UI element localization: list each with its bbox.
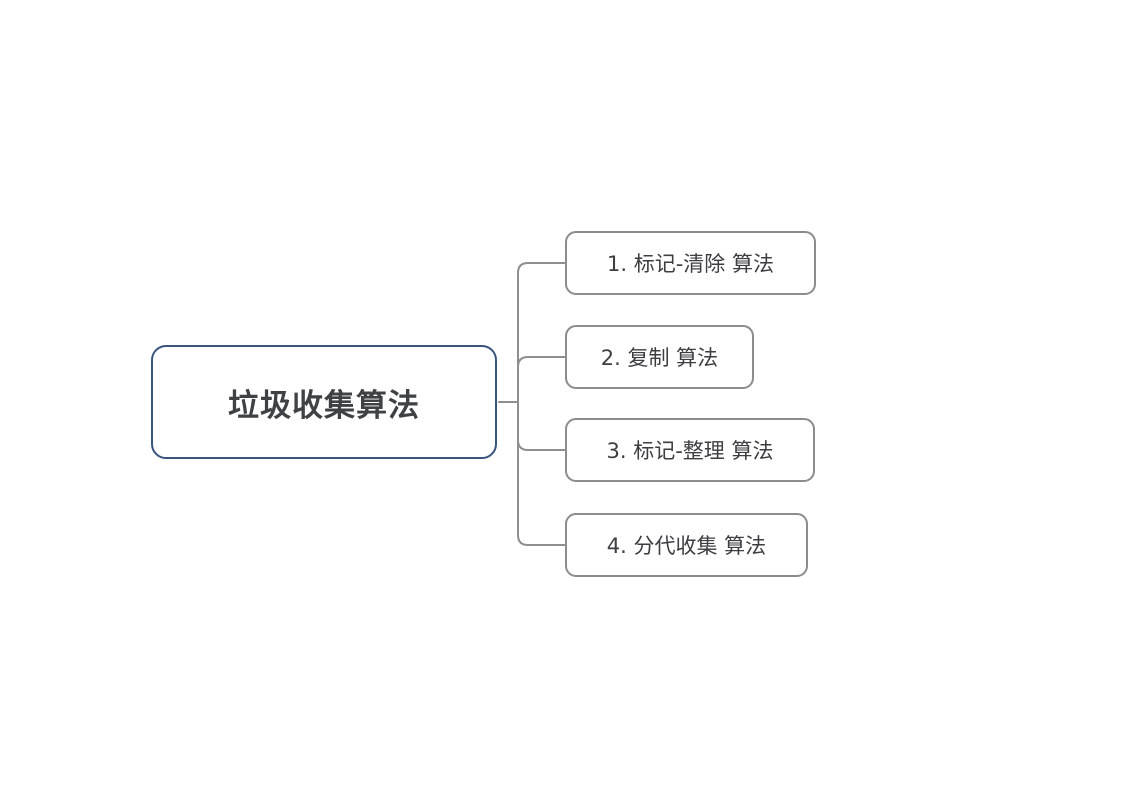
child-node-label: 3. 标记-整理 算法 bbox=[606, 439, 774, 463]
child-node-label: 2. 复制 算法 bbox=[600, 346, 719, 370]
child-node-generational[interactable]: 4. 分代收集 算法 bbox=[565, 513, 808, 577]
connector-branch-3 bbox=[517, 401, 566, 451]
child-node-label: 1. 标记-清除 算法 bbox=[607, 252, 774, 276]
connector-branch-2 bbox=[517, 356, 566, 403]
child-node-label: 4. 分代收集 算法 bbox=[606, 534, 767, 558]
connector-branch-4 bbox=[517, 401, 566, 546]
child-node-mark-sweep[interactable]: 1. 标记-清除 算法 bbox=[565, 231, 816, 295]
connector-branch-1 bbox=[517, 262, 566, 403]
child-node-copying[interactable]: 2. 复制 算法 bbox=[565, 325, 754, 389]
child-node-mark-compact[interactable]: 3. 标记-整理 算法 bbox=[565, 418, 815, 482]
root-node-label: 垃圾收集算法 bbox=[228, 387, 420, 424]
root-node-garbage-collection[interactable]: 垃圾收集算法 bbox=[151, 345, 497, 459]
